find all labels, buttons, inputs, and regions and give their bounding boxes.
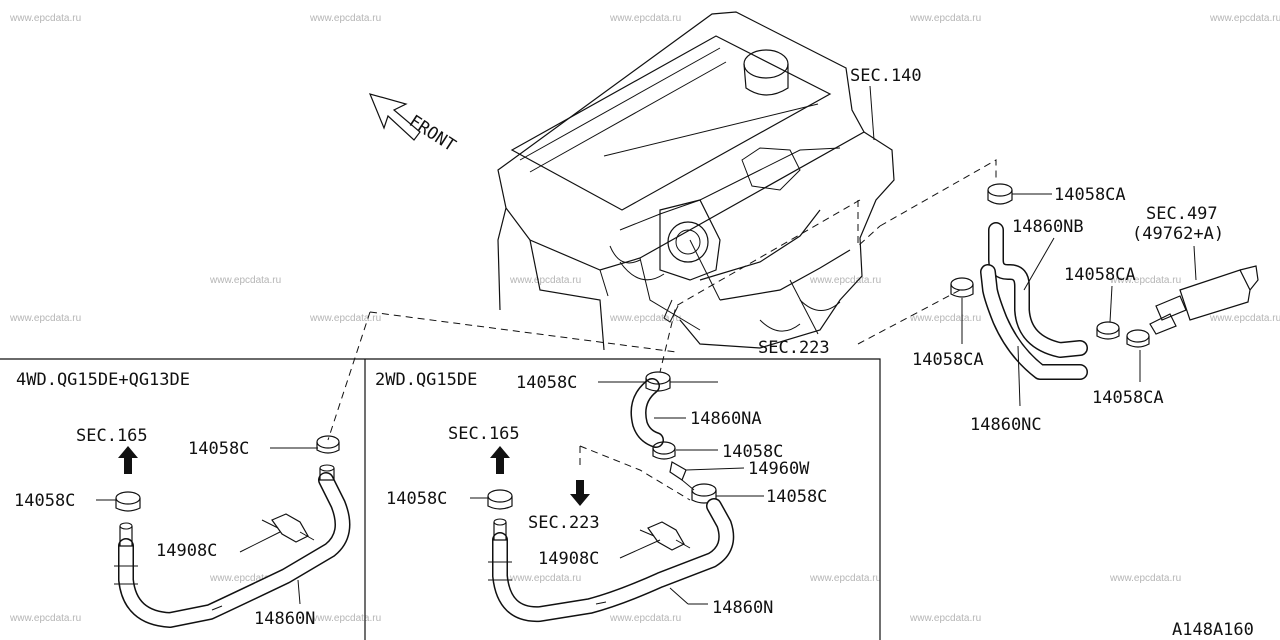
part-label-14058c-r4: 14058C xyxy=(386,489,447,509)
front-label: FRONT xyxy=(405,111,459,156)
clamp-14058ca-left xyxy=(950,277,974,298)
watermark: www.epcdata.ru xyxy=(1109,573,1181,584)
front-arrow-icon xyxy=(368,93,421,141)
watermark: www.epcdata.ru xyxy=(609,313,681,324)
clamp-14058c-r2 xyxy=(652,441,676,460)
watermark: www.epcdata.ru xyxy=(909,13,981,24)
leader-sec-497 xyxy=(1193,245,1197,281)
sec-label-497-sub: (49762+A) xyxy=(1132,224,1224,244)
clamp-14058c-l1 xyxy=(316,435,340,481)
sec-label-223: SEC.223 xyxy=(758,338,830,358)
watermark: www.epcdata.ru xyxy=(1209,13,1280,24)
leader-14908c-left xyxy=(239,531,281,553)
watermark: www.epcdata.ru xyxy=(209,275,281,286)
part-label-14058ca-bottom: 14058CA xyxy=(1092,388,1164,408)
watermark: www.epcdata.ru xyxy=(9,613,81,624)
part-label-14058ca-top: 14058CA xyxy=(1054,185,1126,205)
watermark: www.epcdata.ru xyxy=(509,573,581,584)
engine-illustration xyxy=(497,11,895,351)
part-label-14058c-l1: 14058C xyxy=(188,439,249,459)
leader-14860nc xyxy=(1017,345,1021,407)
watermark: www.epcdata.ru xyxy=(909,613,981,624)
valve-14960w xyxy=(669,461,695,491)
watermark: www.epcdata.ru xyxy=(209,573,281,584)
clamp-14058ca-mid xyxy=(1096,321,1120,340)
sec-label-223-right: SEC.223 xyxy=(528,513,600,533)
variant-label-2wd: 2WD.QG15DE xyxy=(375,370,477,390)
watermark: www.epcdata.ru xyxy=(509,275,581,286)
part-label-14860nc: 14860NC xyxy=(970,415,1042,435)
clamp-14058ca-bottom xyxy=(1126,329,1150,348)
part-label-14058ca-mid: 14058CA xyxy=(1064,265,1136,285)
sec-label-140: SEC.140 xyxy=(850,66,922,86)
down-arrow-icon xyxy=(570,480,590,506)
part-label-14860n-left: 14860N xyxy=(254,609,315,629)
variant-label-4wd: 4WD.QG15DE+QG13DE xyxy=(16,370,190,390)
watermark: www.epcdata.ru xyxy=(609,613,681,624)
part-label-14960w: 14960W xyxy=(748,459,810,479)
evap-hose-assembly xyxy=(980,222,1259,380)
up-arrow-icon xyxy=(118,446,138,474)
part-label-14860n-right: 14860N xyxy=(712,598,773,618)
watermark: www.epcdata.ru xyxy=(809,275,881,286)
clamp-14058c-l2 xyxy=(115,491,141,547)
watermark: www.epcdata.ru xyxy=(1109,275,1181,286)
sec-label-165-right: SEC.165 xyxy=(448,424,520,444)
watermark: www.epcdata.ru xyxy=(309,613,381,624)
leader-14960w xyxy=(685,467,745,471)
part-label-14058c-l2: 14058C xyxy=(14,491,75,511)
part-label-14908c-left: 14908C xyxy=(156,541,217,561)
clamp-14058c-r4 xyxy=(487,489,513,541)
watermark: www.epcdata.ru xyxy=(1209,313,1280,324)
sec-label-165-left: SEC.165 xyxy=(76,426,148,446)
connection-lines xyxy=(327,159,997,501)
clamp-14058c-r1 xyxy=(645,371,671,392)
watermark: www.epcdata.ru xyxy=(809,573,881,584)
part-label-14058c-r1: 14058C xyxy=(516,373,577,393)
hose-14860n-left xyxy=(114,472,351,628)
leader-14860n-left xyxy=(297,579,301,605)
variant-box-outline xyxy=(0,358,881,640)
leader-14058ca-mid xyxy=(1109,285,1113,323)
watermark: www.epcdata.ru xyxy=(9,13,81,24)
hose-14860na xyxy=(630,378,664,448)
leader-sec-140 xyxy=(869,85,875,141)
up-arrow-icon xyxy=(490,446,510,474)
part-label-14058c-r2: 14058C xyxy=(722,442,783,462)
watermark: www.epcdata.ru xyxy=(9,313,81,324)
part-label-14058ca-left: 14058CA xyxy=(912,350,984,370)
part-label-14908c-right: 14908C xyxy=(538,549,599,569)
variant-boxes xyxy=(0,358,881,640)
sec-label-497: SEC.497 xyxy=(1146,204,1218,224)
watermark: www.epcdata.ru xyxy=(309,313,381,324)
part-label-14860nb: 14860NB xyxy=(1012,217,1084,237)
watermark: www.epcdata.ru xyxy=(309,13,381,24)
part-label-14860na: 14860NA xyxy=(690,409,762,429)
part-label-14058c-r3: 14058C xyxy=(766,487,827,507)
bracket-14908c-left xyxy=(261,513,315,543)
leader-14908c-right xyxy=(619,539,661,559)
leader-14860n-right xyxy=(669,587,689,605)
hose-14860n-right xyxy=(488,498,735,623)
diagram-code: A148A160 xyxy=(1172,620,1254,640)
leader-14860nb xyxy=(1023,237,1055,291)
bracket-14908c-right xyxy=(639,521,691,551)
leader-sec-223 xyxy=(789,279,819,335)
watermark: www.epcdata.ru xyxy=(909,313,981,324)
watermark: www.epcdata.ru xyxy=(609,13,681,24)
watermark-grid: www.epcdata.ru www.epcdata.ru www.epcdat… xyxy=(9,13,1280,624)
clamp-14058ca-top xyxy=(987,183,1013,205)
